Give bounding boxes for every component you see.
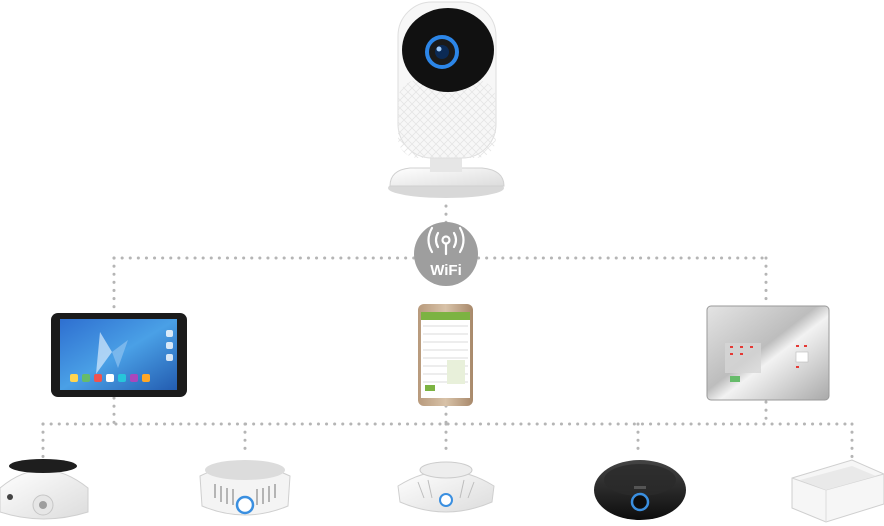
control-panel-device [707, 306, 829, 400]
fisheye-camera-sensor [0, 459, 88, 519]
black-ceiling-sensor [594, 460, 686, 520]
open-box-sensor [792, 460, 884, 522]
vented-sensor [200, 460, 290, 515]
wifi-hub: WiFi [414, 222, 478, 286]
security-camera [388, 2, 504, 198]
smartphone-device [418, 304, 473, 406]
smoke-detector-sensor [398, 462, 494, 512]
wifi-label: WiFi [430, 262, 462, 279]
tablet-device [51, 313, 187, 397]
